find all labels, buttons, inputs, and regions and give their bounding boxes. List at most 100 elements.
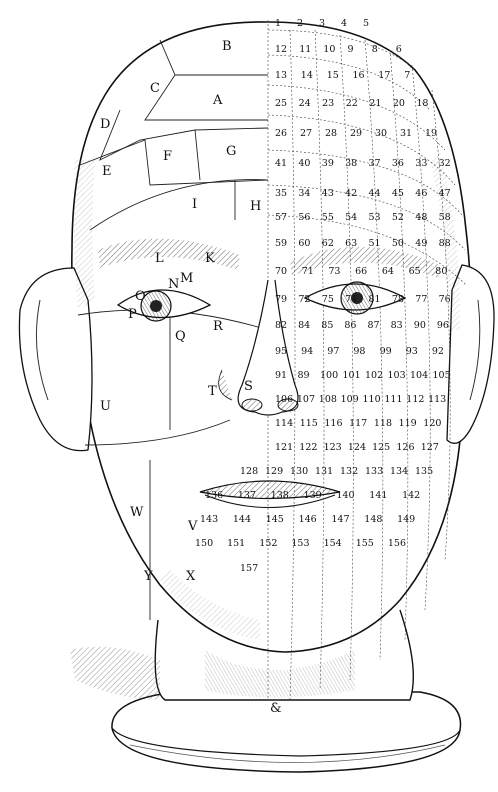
region-number: 131 [315, 466, 333, 477]
region-number: 36 [392, 158, 404, 169]
region-number: 150 [195, 538, 213, 549]
region-number: 121 [275, 442, 293, 453]
region-number: 63 [345, 238, 357, 249]
region-number: 74 [345, 294, 357, 305]
region-number: 78 [392, 294, 404, 305]
label-K: K [205, 251, 215, 266]
region-number: 57 [275, 212, 287, 223]
label-U: U [100, 399, 111, 414]
region-number: 95 [275, 346, 287, 357]
label-A: A [212, 93, 223, 108]
region-number: 102 [365, 370, 383, 381]
region-number: 17 [378, 70, 390, 81]
region-number: 89 [298, 370, 310, 381]
label-amp: & [270, 701, 282, 716]
region-number: 106 [275, 394, 293, 405]
region-number: 44 [369, 188, 381, 199]
region-number: 58 [439, 212, 451, 223]
region-number: 4 [341, 18, 347, 29]
region-number: 107 [297, 394, 315, 405]
region-number: 47 [439, 188, 451, 199]
region-number: 54 [345, 212, 357, 223]
label-D: D [100, 117, 110, 132]
region-number: 114 [275, 418, 293, 429]
region-number: 83 [391, 320, 403, 331]
region-number: 108 [319, 394, 337, 405]
region-number: 33 [415, 158, 427, 169]
pedestal [112, 692, 461, 772]
region-number: 130 [290, 466, 308, 477]
region-number: 9 [348, 44, 354, 55]
region-number: 42 [345, 188, 357, 199]
region-number: 147 [331, 514, 349, 525]
region-number: 149 [397, 514, 415, 525]
region-number: 37 [369, 158, 381, 169]
region-number: 77 [415, 294, 427, 305]
region-number: 96 [437, 320, 449, 331]
region-number: 148 [364, 514, 382, 525]
region-number: 87 [368, 320, 380, 331]
label-V: V [187, 519, 198, 534]
region-number: 145 [266, 514, 284, 525]
region-number: 27 [300, 128, 312, 139]
region-number: 12 [275, 44, 287, 55]
region-number: 10 [323, 44, 335, 55]
label-B: B [222, 39, 232, 54]
region-number: 79 [275, 294, 287, 305]
label-F: F [163, 149, 172, 164]
label-N: N [168, 277, 179, 292]
region-number: 90 [414, 320, 426, 331]
region-number: 157 [240, 563, 258, 574]
region-number: 38 [345, 158, 357, 169]
region-number: 155 [356, 538, 374, 549]
region-number: 104 [410, 370, 428, 381]
region-number: 64 [382, 266, 394, 277]
label-P: P [128, 307, 137, 322]
region-number: 15 [327, 70, 339, 81]
region-number: 109 [341, 394, 359, 405]
region-number: 28 [325, 128, 337, 139]
region-number: 116 [324, 418, 342, 429]
region-number: 129 [265, 466, 283, 477]
region-number: 39 [322, 158, 334, 169]
region-number: 48 [415, 212, 427, 223]
region-number: 97 [327, 346, 339, 357]
region-number: 152 [259, 538, 277, 549]
region-number: 21 [369, 98, 381, 109]
region-number: 34 [298, 188, 310, 199]
region-number: 2 [297, 18, 303, 29]
region-number: 72 [298, 294, 310, 305]
region-number: 94 [301, 346, 313, 357]
region-number: 41 [275, 158, 287, 169]
region-number: 140 [336, 490, 354, 501]
region-number: 103 [388, 370, 406, 381]
region-number: 138 [271, 490, 289, 501]
region-number: 99 [380, 346, 392, 357]
region-number: 43 [322, 188, 334, 199]
region-number: 141 [369, 490, 387, 501]
region-number: 45 [392, 188, 404, 199]
region-number: 86 [344, 320, 356, 331]
region-number: 29 [350, 128, 362, 139]
region-number: 73 [328, 266, 340, 277]
region-number: 105 [433, 370, 451, 381]
label-X: X [186, 569, 196, 584]
region-number: 22 [346, 98, 358, 109]
region-number: 110 [363, 394, 381, 405]
region-number: 100 [320, 370, 338, 381]
region-number: 60 [298, 238, 310, 249]
region-number: 118 [374, 418, 392, 429]
label-Q: Q [175, 329, 186, 344]
region-number: 50 [392, 238, 404, 249]
region-number: 128 [240, 466, 258, 477]
region-number: 14 [301, 70, 313, 81]
region-number: 75 [322, 294, 334, 305]
region-number: 11 [299, 44, 311, 55]
region-number: 153 [291, 538, 309, 549]
region-number: 117 [349, 418, 367, 429]
region-number: 40 [298, 158, 310, 169]
region-number: 93 [406, 346, 418, 357]
region-number: 66 [355, 266, 367, 277]
